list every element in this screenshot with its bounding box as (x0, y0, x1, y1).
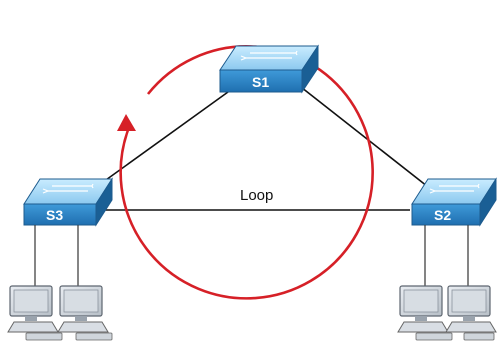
desktop-computer-icon[interactable] (445, 285, 497, 341)
switch-s2[interactable]: S2 (411, 177, 497, 227)
pc-group-s2 (397, 285, 497, 341)
desktop-computer-icon[interactable] (397, 285, 453, 341)
switch-s1[interactable]: S1 (219, 44, 319, 94)
desktop-computer-icon[interactable] (7, 285, 63, 341)
links (91, 79, 433, 211)
loop-label: Loop (240, 187, 273, 204)
pc-group-s3 (7, 285, 113, 341)
switch-s1-label: S1 (252, 74, 269, 90)
switch-s3[interactable]: S3 (23, 177, 113, 227)
host-cables (34, 225, 469, 286)
link-s1-s2 (291, 79, 433, 191)
switch-s2-label: S2 (434, 207, 451, 223)
switch-s3-label: S3 (46, 207, 63, 223)
link-s1-s3 (91, 91, 229, 191)
desktop-computer-icon[interactable] (57, 285, 113, 341)
